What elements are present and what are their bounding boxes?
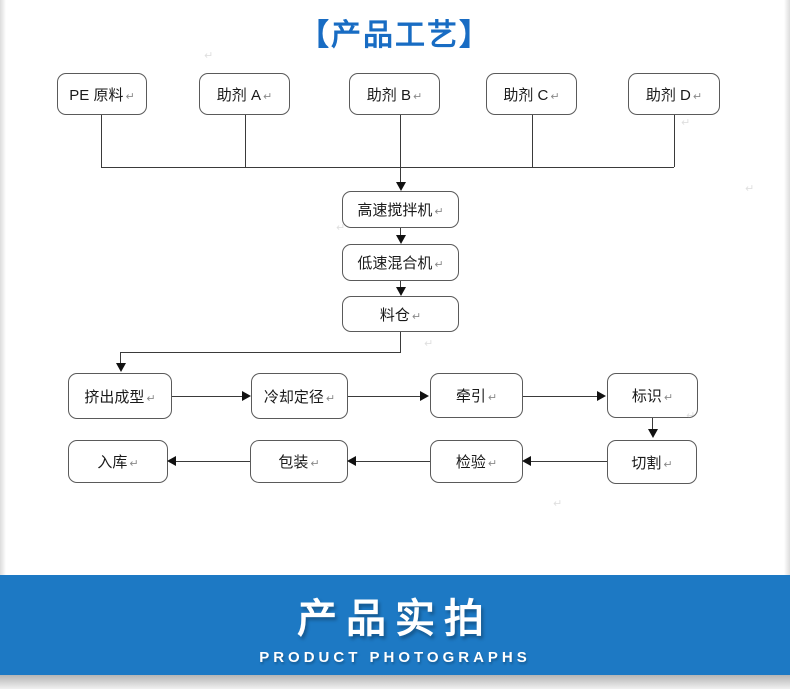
banner-title-en: PRODUCT PHOTOGRAPHS [259,649,531,666]
flow-connector [101,115,102,167]
return-mark: ↵ [310,458,320,470]
return-mark: ↵ [412,90,423,103]
arrowhead-left-icon [522,456,531,466]
return-mark: ↵ [336,222,346,234]
flow-node-additive-d: 助剂 D↵ [628,73,720,115]
arrowhead-down-icon [116,363,126,372]
return-mark: ↵ [686,410,696,422]
flow-node-additive-c: 助剂 C↵ [486,73,577,115]
flow-node-label: 挤出成型 [84,388,145,406]
arrowhead-right-icon [420,391,429,401]
flow-connector [674,115,675,167]
flow-node-low-speed-mixer: 低速混合机↵ [342,244,459,281]
return-mark: ↵ [411,310,422,323]
flow-node-pe-raw: PE 原料↵ [57,73,147,115]
flow-connector [120,352,401,353]
flow-node-label: 标识 [631,388,662,405]
flow-connector [652,418,653,430]
flow-node-label: 高速搅拌机 [357,202,433,219]
flow-node-label: 切割 [631,454,662,472]
flow-node-label: 助剂 C [503,86,549,104]
flow-node-silo: 料仓↵ [342,296,459,332]
page-title: 【产品工艺】 [299,19,491,52]
flow-node-label: 牵引 [455,388,486,405]
flow-node-label: 检验 [455,454,486,471]
return-mark: ↵ [434,206,444,218]
flow-node-additive-b: 助剂 B↵ [349,73,440,115]
arrowhead-down-icon [396,235,406,244]
return-mark: ↵ [745,183,755,195]
flow-node-packaging: 包装↵ [250,440,348,483]
return-mark: ↵ [692,90,703,103]
flow-node-label: 入库 [97,454,128,471]
flow-node-label: 助剂 D [645,86,691,104]
product-photos-banner: 产品实拍 PRODUCT PHOTOGRAPHS [0,575,790,675]
flow-connector [400,332,401,352]
return-mark: ↵ [146,392,156,405]
flow-node-marking: 标识↵ [607,373,698,418]
return-mark: ↵ [553,498,563,510]
arrowhead-right-icon [242,391,251,401]
flow-connector [531,461,607,462]
banner-drop-shadow [0,675,790,689]
flow-node-label: PE 原料 [69,86,124,104]
return-mark: ↵ [681,117,691,129]
return-mark: ↵ [204,50,214,62]
flow-connector [172,396,243,397]
flow-node-label: 包装 [278,454,309,471]
return-mark: ↵ [550,90,560,103]
flow-connector [400,167,401,183]
flow-node-label: 料仓 [379,306,410,324]
flow-node-label: 低速混合机 [357,255,433,272]
flow-node-cutting: 切割↵ [607,440,697,484]
flow-node-cooling-sizing: 冷却定径↵ [251,373,348,419]
return-mark: ↵ [663,458,673,471]
flow-connector-bus [101,167,674,168]
flow-connector [348,396,421,397]
return-mark: ↵ [125,90,135,103]
return-mark: ↵ [663,392,674,404]
return-mark: ↵ [262,90,273,103]
arrowhead-left-icon [347,456,356,466]
flow-node-traction: 牵引↵ [430,373,523,418]
arrowhead-down-icon [396,287,406,296]
flow-node-warehousing: 入库↵ [68,440,168,483]
arrowhead-down-icon [396,182,406,191]
flow-node-label: 助剂 A [216,86,261,104]
flow-connector [120,352,121,364]
return-mark: ↵ [487,458,498,470]
return-mark: ↵ [129,458,139,470]
return-mark: ↵ [434,259,444,271]
flow-connector [400,281,401,288]
flow-node-high-speed-mixer: 高速搅拌机↵ [342,191,459,228]
flow-connector [523,396,598,397]
return-mark: ↵ [424,338,434,350]
return-mark: ↵ [487,392,498,404]
return-mark: ↵ [325,392,336,405]
arrowhead-down-icon [648,429,658,438]
flow-connector [400,228,401,236]
process-flowchart: PE 原料↵ 助剂 A↵ 助剂 B↵ 助剂 C↵ 助剂 D↵ 高速搅拌机↵ 低速… [57,50,755,510]
arrowhead-left-icon [167,456,176,466]
flow-connector [400,115,401,167]
flow-connector [356,461,430,462]
flow-node-extrusion: 挤出成型↵ [68,373,172,419]
flow-connector [176,461,250,462]
arrowhead-right-icon [597,391,606,401]
flow-node-additive-a: 助剂 A↵ [199,73,290,115]
flow-connector [532,115,533,167]
flow-node-label: 助剂 B [366,86,411,104]
flow-connector [245,115,246,167]
flow-node-inspection: 检验↵ [430,440,523,483]
flow-node-label: 冷却定径 [263,388,324,406]
banner-title-cn: 产品实拍 [297,597,493,641]
